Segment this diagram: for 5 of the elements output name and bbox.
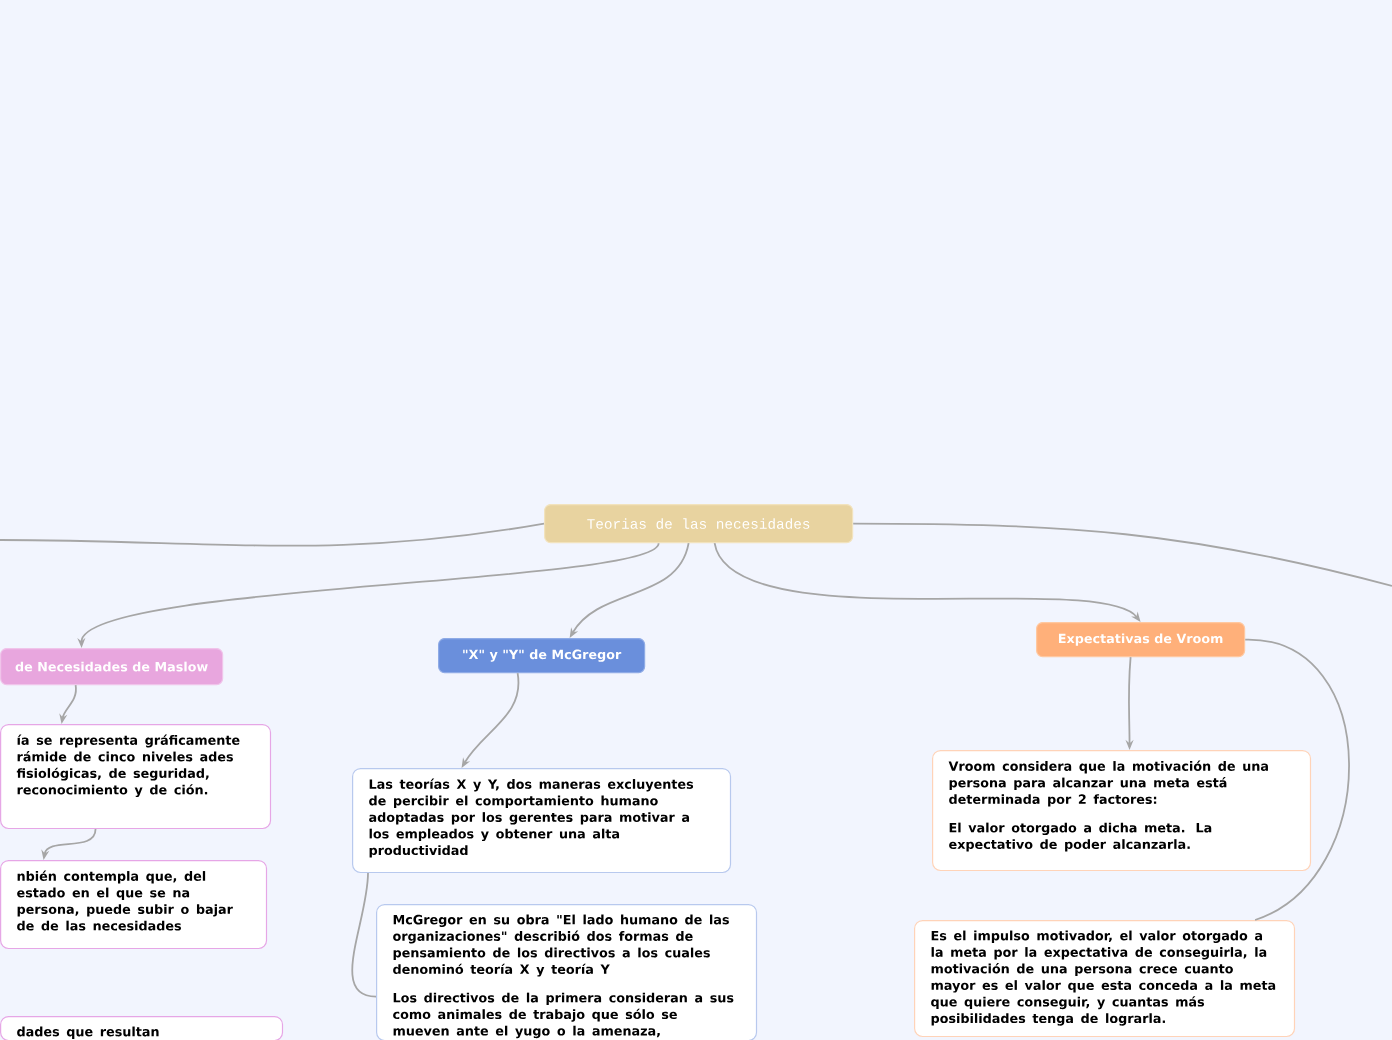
connector [713, 542, 1141, 622]
connector [1244, 638, 1350, 921]
connector [852, 522, 1392, 587]
connector [0, 522, 545, 547]
connector [351, 872, 377, 998]
